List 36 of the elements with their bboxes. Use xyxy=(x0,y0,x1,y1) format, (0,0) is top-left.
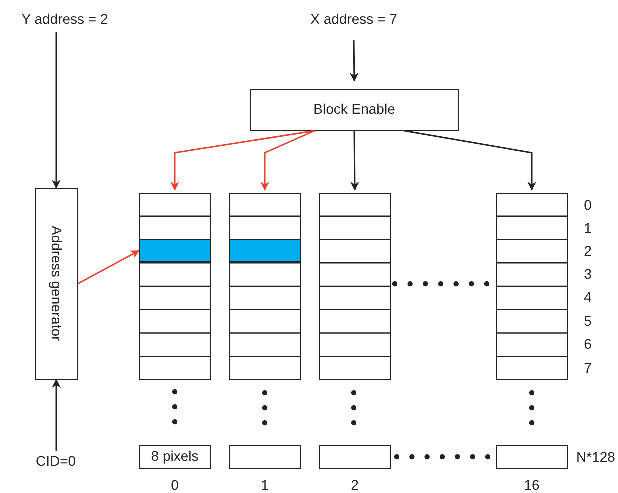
row-index: 7 xyxy=(584,360,592,376)
memory-column xyxy=(496,193,568,380)
column-index: 16 xyxy=(524,477,540,493)
signal-label: X address = 7 xyxy=(290,8,418,32)
row-index: 2 xyxy=(584,243,592,259)
process-box: Block Enable xyxy=(250,89,459,131)
arrow xyxy=(404,130,536,191)
column-index: 2 xyxy=(351,477,359,493)
row-index: 5 xyxy=(584,313,592,329)
row-index: 1 xyxy=(584,220,592,236)
memory-column xyxy=(319,193,391,380)
selected-row xyxy=(138,239,210,262)
arrow xyxy=(52,32,61,189)
arrow xyxy=(78,250,140,285)
signal-label: Y address = 2 xyxy=(6,8,124,32)
arrow xyxy=(170,130,315,191)
row-index: 4 xyxy=(584,289,592,305)
memory-cell xyxy=(319,445,391,469)
memory-cell xyxy=(496,445,568,469)
memory-cell xyxy=(229,445,301,469)
arrow xyxy=(350,131,360,191)
arrow xyxy=(350,40,359,82)
row-index: 0 xyxy=(584,197,592,213)
arrow xyxy=(260,130,316,191)
row-index: 3 xyxy=(584,266,592,282)
memory-column xyxy=(229,193,301,380)
process-box: Address generator xyxy=(35,188,78,380)
signal-label: CID=0 xyxy=(18,451,94,473)
row-count: N*128 xyxy=(576,449,616,465)
selected-row xyxy=(228,239,300,262)
arrow xyxy=(52,379,61,451)
process-box: 8 pixels xyxy=(139,445,211,469)
memory-column xyxy=(139,193,211,380)
column-index: 0 xyxy=(171,477,179,493)
column-index: 1 xyxy=(261,477,269,493)
row-index: 6 xyxy=(584,336,592,352)
